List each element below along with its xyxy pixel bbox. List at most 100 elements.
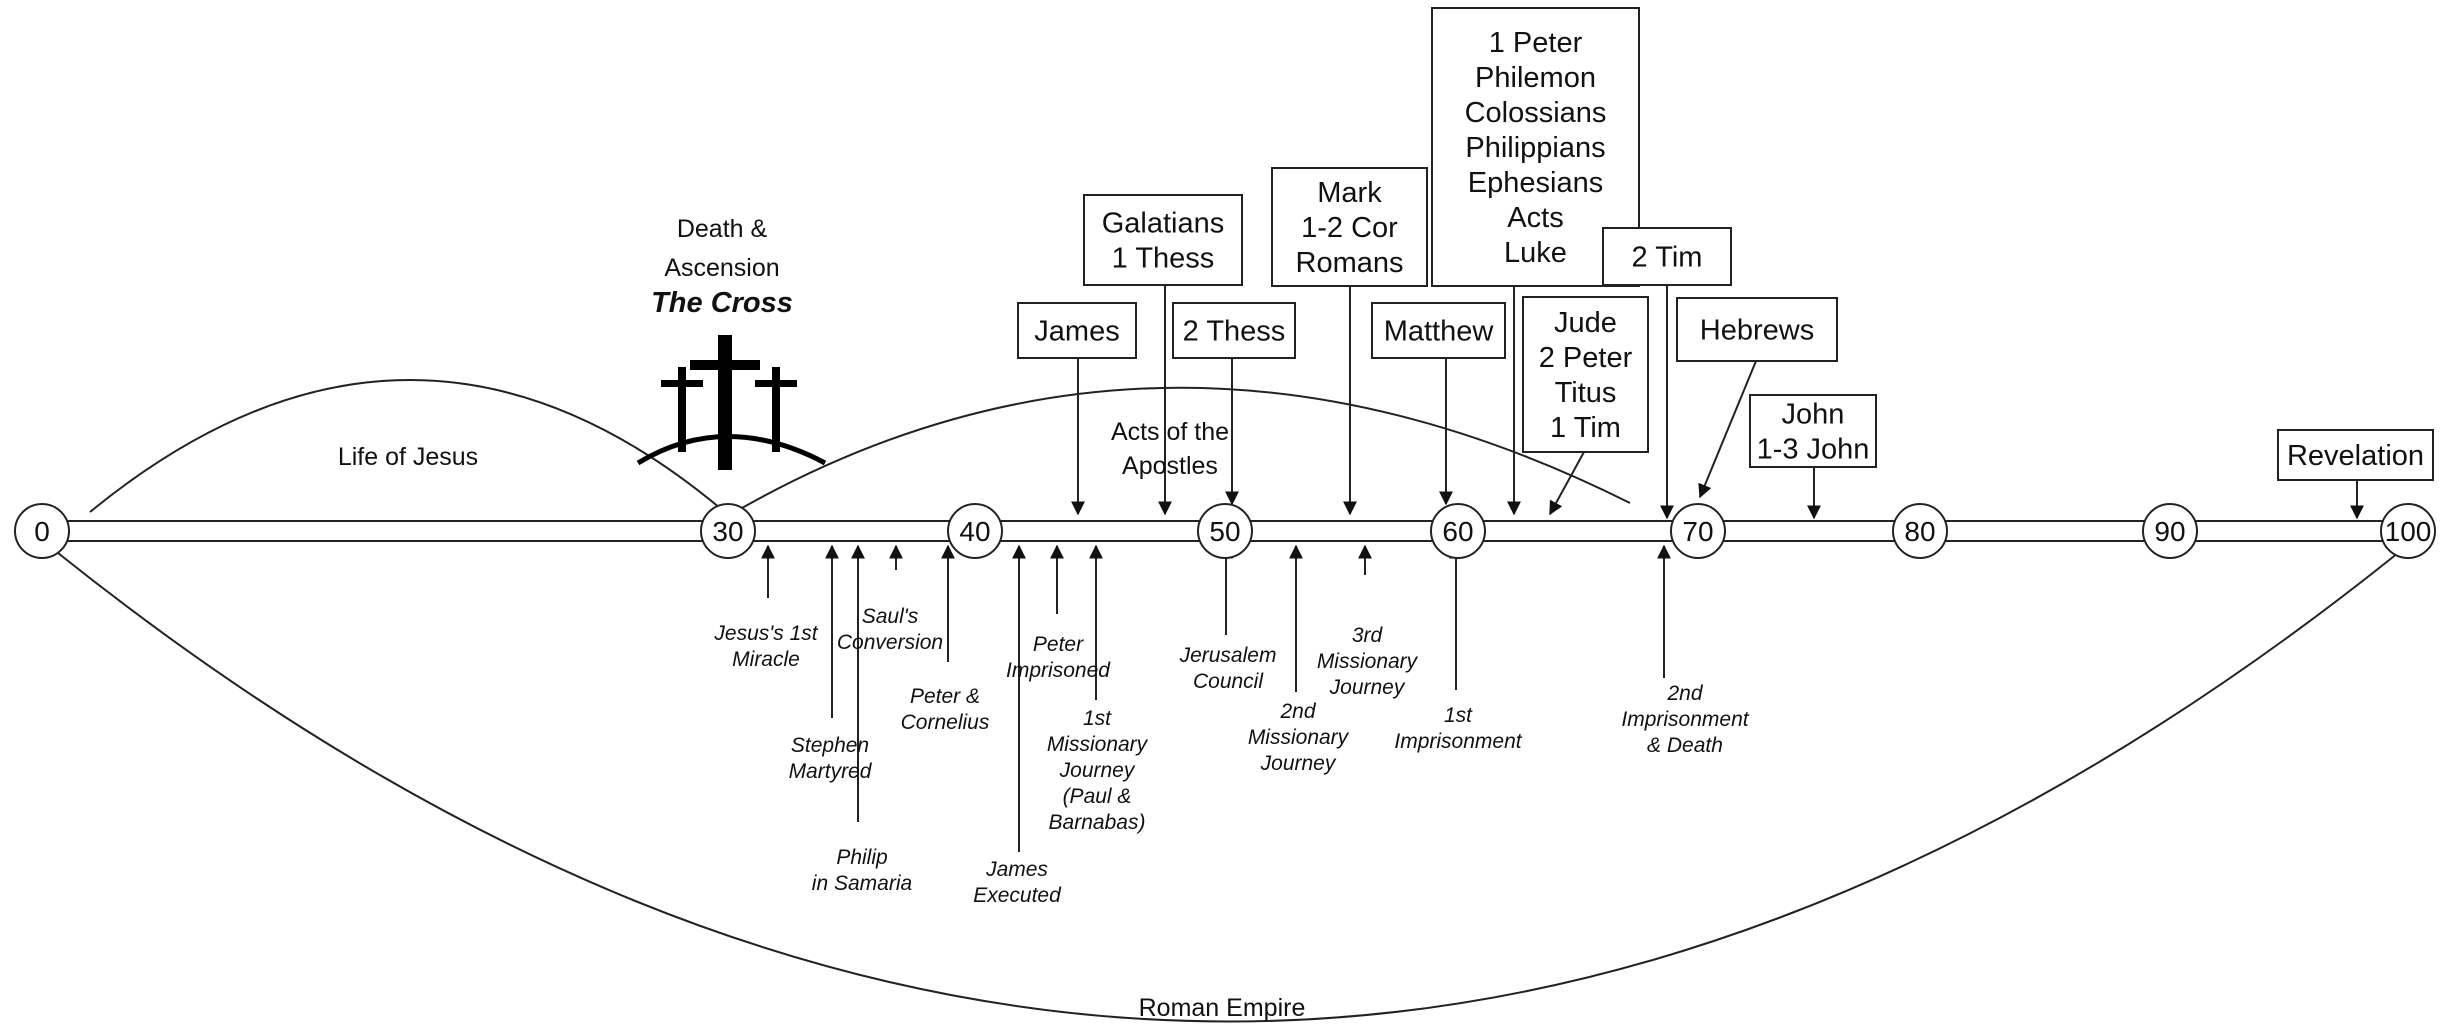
year-marker: 50 <box>1197 503 1253 559</box>
acts-arc <box>741 386 1631 509</box>
book-title: 1-3 John <box>1757 434 1870 466</box>
book-title: James <box>1034 316 1119 348</box>
year-label: 60 <box>1442 516 1473 547</box>
event-text: Peter & <box>910 685 980 708</box>
book-box: Hebrews <box>1676 297 1838 362</box>
year-label: 70 <box>1682 516 1713 547</box>
acts-label-line-1: Acts of the <box>1111 418 1229 446</box>
event-label: Philip in Samaria <box>812 846 912 895</box>
book-title: Luke <box>1504 237 1567 269</box>
event-text: Imprisonment <box>1621 708 1749 731</box>
year-marker: 30 <box>700 503 756 559</box>
event-text: Journey <box>1329 676 1406 699</box>
book-box: Revelation <box>2277 429 2434 481</box>
book-title: Revelation <box>2287 440 2424 472</box>
book-title: Philemon <box>1475 62 1596 94</box>
event-text: Imprisonment <box>1394 730 1522 753</box>
book-title: Mark <box>1317 177 1382 209</box>
book-title: Titus <box>1555 377 1617 409</box>
year-marker: 60 <box>1430 503 1486 559</box>
event-text: 3rd <box>1352 624 1384 647</box>
roman-empire-label: Roman Empire <box>1139 994 1306 1022</box>
event-text: Journey <box>1260 752 1337 775</box>
event-text: 1st <box>1083 707 1112 730</box>
event-text: Missionary <box>1047 733 1149 756</box>
event-text: 1st <box>1444 704 1473 727</box>
event-text: Journey <box>1059 759 1136 782</box>
event-text: Council <box>1193 670 1264 693</box>
book-box: 2 Tim <box>1602 227 1732 286</box>
book-title: Ephesians <box>1468 167 1603 199</box>
life-of-jesus-label: Life of Jesus <box>338 443 478 471</box>
book-title: Galatians <box>1102 208 1225 240</box>
event-text: Conversion <box>837 631 943 654</box>
book-title: Colossians <box>1465 97 1607 129</box>
book-arrow <box>1549 451 1585 516</box>
event-text: 2nd <box>1279 700 1316 723</box>
event-text: James <box>985 858 1048 881</box>
book-title: Acts <box>1507 202 1563 234</box>
roman-empire-arc <box>57 552 2399 1023</box>
book-box: James <box>1017 302 1137 359</box>
year-marker: 100 <box>2380 503 2436 559</box>
book-title: 1 Tim <box>1550 412 1621 444</box>
event-text: Barnabas) <box>1049 811 1146 834</box>
life-of-jesus-arc <box>89 379 721 513</box>
event-text: (Paul & <box>1063 785 1132 808</box>
event-text: in Samaria <box>812 872 912 895</box>
event-text: Miracle <box>732 648 800 671</box>
year-label: 30 <box>712 516 743 547</box>
book-title: 2 Tim <box>1632 242 1703 274</box>
book-title: Jude <box>1554 307 1617 339</box>
book-title: Hebrews <box>1700 315 1814 347</box>
three-crosses-icon <box>636 335 827 470</box>
event-text: Cornelius <box>901 711 990 734</box>
event-text: Jerusalem <box>1179 644 1277 667</box>
year-label: 100 <box>2385 516 2432 547</box>
year-label: 0 <box>34 516 50 547</box>
cross-caption-line-2: Ascension <box>664 254 779 282</box>
event-text: Missionary <box>1248 726 1350 749</box>
year-marker: 40 <box>947 503 1003 559</box>
event-text: Martyred <box>789 760 873 783</box>
year-marker: 90 <box>2142 503 2198 559</box>
cross-caption-line-1: Death & <box>677 215 768 243</box>
year-label: 80 <box>1904 516 1935 547</box>
book-title: Philippians <box>1465 132 1605 164</box>
event-text: Imprisoned <box>1006 659 1111 682</box>
book-title: Romans <box>1296 247 1404 279</box>
year-marker: 70 <box>1670 503 1726 559</box>
event-label: Peter & Cornelius <box>901 685 990 734</box>
year-label: 50 <box>1209 516 1240 547</box>
event-text: Peter <box>1033 633 1084 656</box>
event-text: Executed <box>973 884 1062 907</box>
event-text: Missionary <box>1317 650 1419 673</box>
year-label: 90 <box>2154 516 2185 547</box>
book-title: Matthew <box>1384 316 1495 348</box>
event-text: 2nd <box>1666 682 1703 705</box>
year-label: 40 <box>959 516 990 547</box>
book-arrow <box>1698 360 1757 499</box>
book-title: 1 Thess <box>1112 243 1215 275</box>
book-title: John <box>1782 399 1845 431</box>
event-text: Philip <box>836 846 887 869</box>
book-title: 2 Thess <box>1183 316 1286 348</box>
event-text: Saul's <box>862 605 919 628</box>
book-title: 2 Peter <box>1539 342 1633 374</box>
book-title: 1-2 Cor <box>1301 212 1398 244</box>
book-box: 2 Thess <box>1172 302 1296 359</box>
event-text: Jesus's 1st <box>713 622 818 645</box>
